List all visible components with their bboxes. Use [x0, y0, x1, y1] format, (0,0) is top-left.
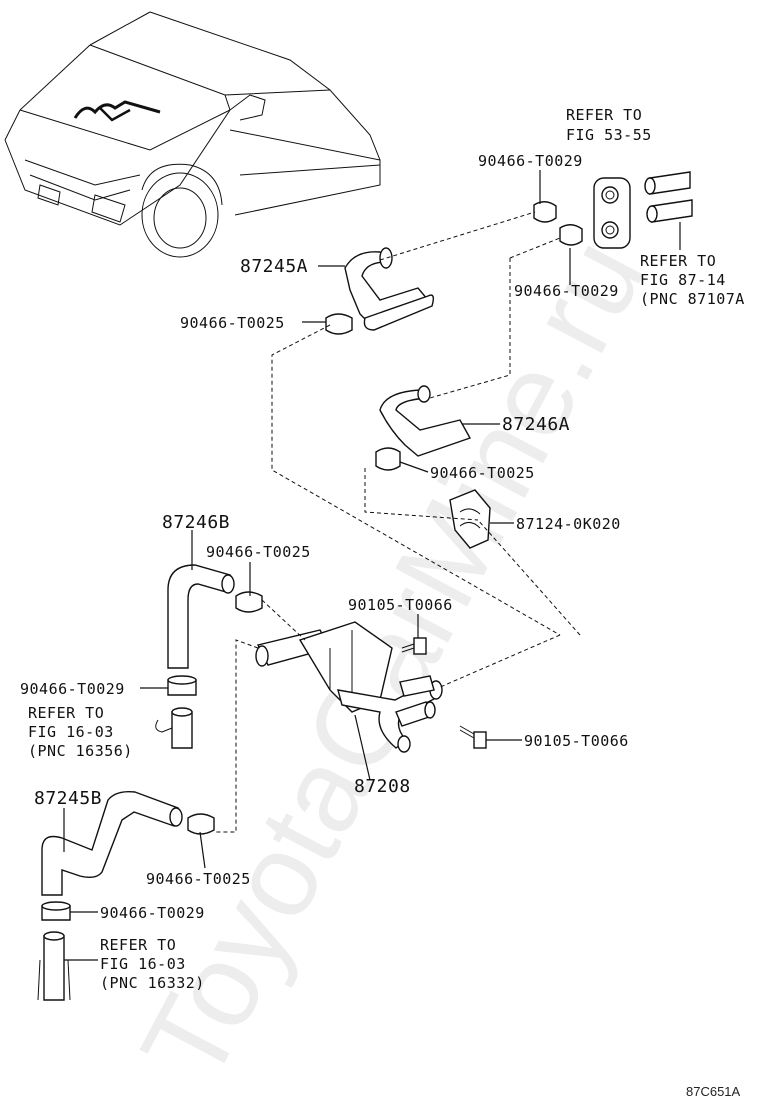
part-label-87246a: 87246A: [502, 414, 570, 435]
reference-pnc-16356-text: (PNC 16356): [28, 742, 133, 760]
bolt-upper: [401, 637, 427, 655]
reference-fig-16-03-text-1: FIG 16-03: [28, 723, 114, 741]
hose-87245b: [41, 790, 183, 896]
reference-fig-53-55: REFER TO FIG 53-55: [566, 106, 652, 144]
hose-clip-lower: [559, 224, 583, 246]
heater-core-flange: [593, 177, 631, 249]
reference-fig-16-03-pnc-16332: REFER TO FIG 16-03 (PNC 16332): [100, 936, 205, 992]
hose-clip-87245b: [187, 813, 215, 835]
clip-label-0025-b: 90466-T0025: [430, 464, 535, 482]
clip-label-0029-bottom: 90466-T0029: [100, 904, 205, 922]
hose-87246a: [379, 385, 472, 457]
clip-label-0025-c: 90466-T0025: [206, 543, 311, 561]
hose-87245a: [344, 247, 435, 331]
hose-clip-87246a: [375, 447, 401, 471]
reference-fig-87-14-text: FIG 87-14: [640, 271, 726, 289]
reference-fig-16-03-pnc-16356: REFER TO FIG 16-03 (PNC 16356): [28, 704, 133, 760]
reference-fig-87-14: REFER TO FIG 87-14 (PNC 87107A: [640, 252, 745, 308]
watermark-text: ToyotaCarMine.ru: [116, 218, 670, 1102]
clip-label-0029-lower: 90466-T0029: [514, 282, 619, 300]
part-label-87246b: 87246B: [162, 512, 230, 533]
reference-refer-to-1: REFER TO: [566, 106, 642, 124]
reference-refer-to-2: REFER TO: [640, 252, 716, 270]
hose-87246b: [167, 564, 235, 669]
reference-fig-16-03-text-2: FIG 16-03: [100, 955, 186, 973]
engine-pipe-upper: [155, 707, 193, 749]
clip-label-0029-upper: 90466-T0029: [478, 152, 583, 170]
bolt-lower: [459, 725, 487, 749]
hose-clip-0029-bottom: [41, 901, 71, 921]
reference-refer-to-4: REFER TO: [100, 936, 176, 954]
part-label-87245a: 87245A: [240, 256, 308, 277]
reference-refer-to-3: REFER TO: [28, 704, 104, 722]
hose-clip-upper: [533, 201, 557, 223]
reference-fig-53-55-text: FIG 53-55: [566, 126, 652, 144]
clip-label-0025-d: 90466-T0025: [146, 870, 251, 888]
heater-pipes: [644, 171, 693, 223]
leader-lines: [63, 170, 681, 961]
engine-pipe-lower: [37, 931, 71, 1001]
hose-clip-0029-left: [167, 675, 197, 696]
routing-lines: [214, 211, 581, 833]
clip-label-0025-a: 90466-T0025: [180, 314, 285, 332]
bolt-label-upper: 90105-T0066: [348, 596, 453, 614]
clip-label-0029-left: 90466-T0029: [20, 680, 125, 698]
part-label-87245b: 87245B: [34, 788, 102, 809]
diagram-code: 87C651A: [686, 1084, 741, 1099]
hose-clip-87246b: [235, 591, 263, 613]
hose-clip-87245a: [325, 313, 353, 335]
part-label-87124: 87124-0K020: [516, 515, 621, 533]
part-label-87208: 87208: [354, 776, 411, 797]
reference-pnc-87107a-text: (PNC 87107A: [640, 290, 745, 308]
bolt-label-lower: 90105-T0066: [524, 732, 629, 750]
vehicle-illustration: [4, 11, 381, 258]
reference-pnc-16332-text: (PNC 16332): [100, 974, 205, 992]
